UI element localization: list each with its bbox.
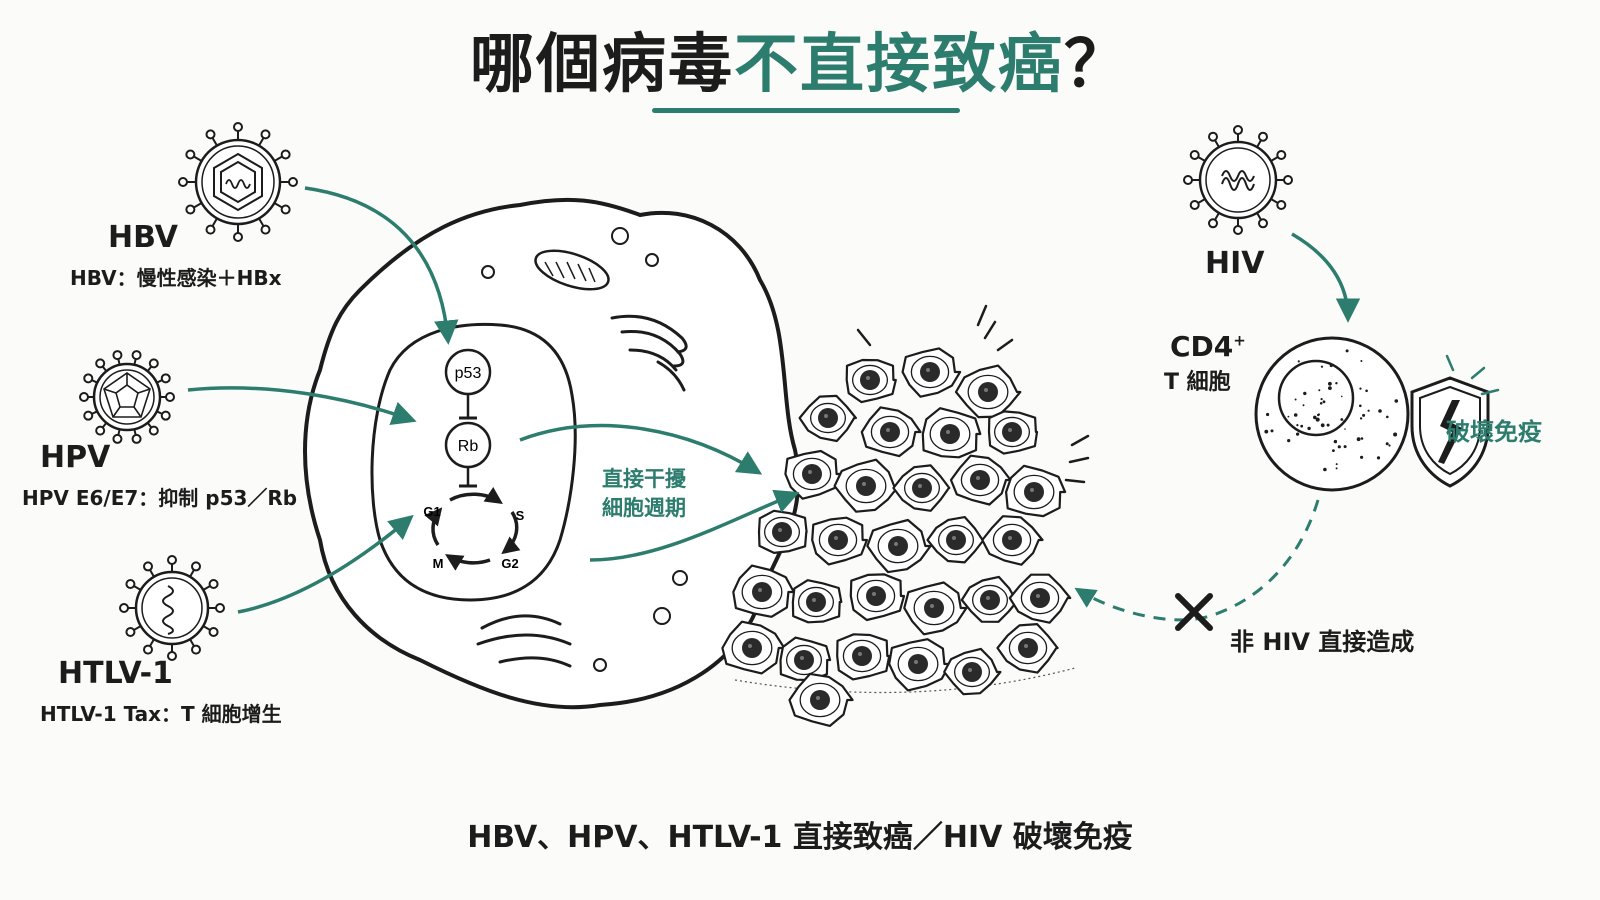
hpv-virus-icon <box>79 350 175 444</box>
hpv-description: HPV E6/E7：抑制 p53／Rb <box>22 486 298 510</box>
mechanism-line2: 細胞週期 <box>602 496 686 520</box>
cycle-g1-label: G1 <box>423 504 440 519</box>
endoplasmic-reticulum <box>476 614 572 668</box>
htlv-arrow <box>237 514 414 614</box>
cell-cycle-diagram <box>424 486 521 571</box>
footer-summary: HBV、HPV、HTLV-1 直接致癌／HIV 破壞免疫 <box>467 820 1133 855</box>
rb-label: Rb <box>458 438 479 455</box>
hbv-capsid <box>213 152 263 212</box>
page-title: 哪個病毒不直接致癌？ <box>0 28 1600 102</box>
cycle-g2-label: G2 <box>501 556 518 571</box>
destroy-immunity-label: 破壞免疫 <box>1446 418 1542 446</box>
mechanism-arrow-lower <box>589 489 800 562</box>
cd4-label-main: CD4 <box>1170 330 1234 363</box>
golgi-apparatus <box>610 314 688 392</box>
title-underline <box>652 108 960 113</box>
hiv-genome <box>1221 170 1255 191</box>
mechanism-line1: 直接干擾 <box>602 467 687 491</box>
hiv-name: HIV <box>1205 246 1265 281</box>
hiv-arrow <box>1291 232 1361 323</box>
p53-label: p53 <box>455 365 482 382</box>
htlv-name: HTLV-1 <box>58 656 173 691</box>
cd4-label-sup: + <box>1233 331 1246 350</box>
cd4-label: CD4+ <box>1170 330 1246 363</box>
mechanism-arrow-upper <box>519 423 763 475</box>
hbv-arrow <box>304 186 459 345</box>
vesicles <box>481 227 688 672</box>
title-highlight: 不直接致癌 <box>734 28 1064 102</box>
tumor-cluster <box>721 304 1090 727</box>
indirect-dashed-arrow <box>1074 499 1320 622</box>
hpv-capsid <box>103 372 151 418</box>
htlv-description: HTLV-1 Tax：T 細胞增生 <box>40 702 282 726</box>
tcell-label: T 細胞 <box>1164 370 1231 395</box>
cycle-s-label: S <box>516 508 525 523</box>
cycle-m-label: M <box>433 556 444 571</box>
htlv-genome <box>162 585 174 635</box>
not-direct-label: 非 HIV 直接造成 <box>1230 628 1415 656</box>
title-part2: ？ <box>1064 28 1130 102</box>
hpv-arrow <box>187 386 417 425</box>
mitochondrion <box>534 249 610 291</box>
hiv-virus-icon <box>1183 125 1293 235</box>
hbv-description: HBV：慢性感染＋HBx <box>70 266 282 290</box>
host-cell: p53 Rb G1 S G2 M <box>303 197 801 710</box>
hpv-name: HPV <box>40 440 111 475</box>
shield-icon <box>1410 354 1500 488</box>
hbv-name: HBV <box>108 220 178 255</box>
blocked-x-icon <box>1175 593 1213 631</box>
title-part1: 哪個病毒 <box>470 28 734 102</box>
cd4-t-cell <box>1254 336 1410 492</box>
